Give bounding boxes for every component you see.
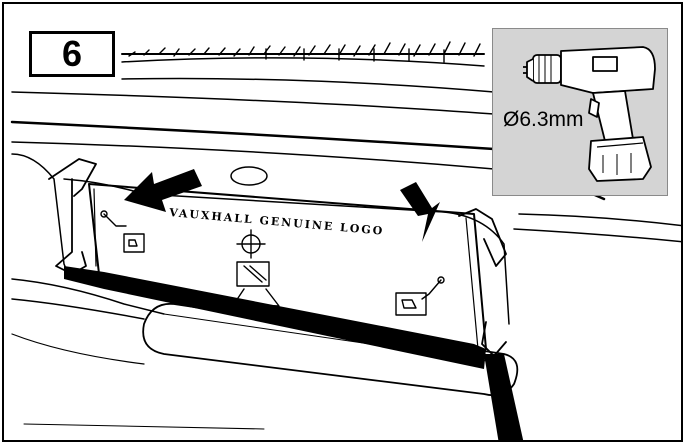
drill-size-label: Ø6.3mm — [503, 108, 584, 131]
black-trim — [64, 266, 486, 369]
tow-bar — [142, 302, 519, 397]
instruction-frame: VAUXHALL GENUINE LOGO 6 — [2, 2, 683, 442]
bumper-illustration: VAUXHALL GENUINE LOGO — [10, 41, 681, 440]
center-mark — [236, 229, 266, 259]
right-bracket — [458, 208, 507, 357]
emblem-oval — [230, 166, 268, 186]
drill-icon — [523, 46, 656, 182]
right-arrow-icon — [400, 182, 440, 242]
stamped-text: VAUXHALL GENUINE LOGO — [168, 206, 385, 238]
seal-hatching — [128, 41, 481, 63]
left-bracket — [48, 158, 97, 275]
drill-tool-panel: Ø6.3mm — [492, 28, 668, 196]
body-crease — [10, 120, 606, 201]
step-number: 6 — [61, 33, 83, 74]
bumper-outline — [11, 153, 95, 276]
step-number-box: 6 — [29, 31, 115, 77]
right-clip — [395, 276, 445, 316]
left-arrow-icon — [124, 169, 202, 212]
black-trim-lower — [484, 354, 524, 440]
left-clip — [100, 210, 145, 253]
